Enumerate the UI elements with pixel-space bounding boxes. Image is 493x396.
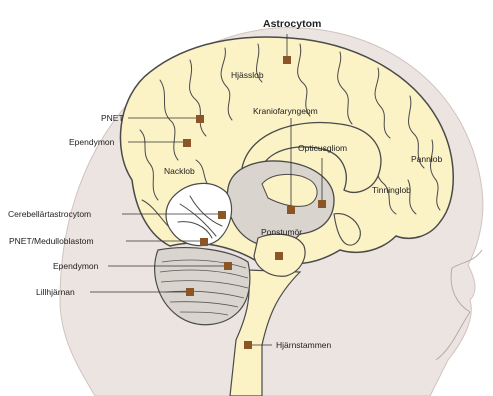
label-hjasslob: Hjässlob [231, 70, 264, 80]
label-nacklob: Nacklob [164, 166, 195, 176]
label-tinninglob: Tinninglob [372, 185, 411, 195]
label-astrocytom: Astrocytom [263, 18, 321, 30]
marker-lillhjarnan [186, 288, 194, 296]
label-pannlob: Pannlob [411, 154, 442, 164]
label-ependymon-top: Ependymon [69, 137, 115, 147]
label-opticusgliom: Opticusgliom [298, 143, 347, 153]
marker-kraniofaryngeom [287, 206, 295, 214]
marker-pnet [196, 115, 204, 123]
marker-cerebellarastrocytom [218, 211, 226, 219]
marker-astrocytom [283, 56, 291, 64]
label-kraniofaryngeom: Kraniofaryngeom [253, 106, 318, 116]
label-pnet-medulloblastom: PNET/Medulloblastom [9, 236, 94, 246]
marker-pnet-medulloblastom [200, 238, 208, 246]
marker-opticusgliom [318, 200, 326, 208]
label-ependymon-bottom: Ependymon [53, 261, 99, 271]
label-pnet: PNET [101, 113, 124, 123]
label-hjarnstammen: Hjärnstammen [276, 340, 332, 350]
label-lillhjarnan: Lillhjärnan [36, 287, 75, 297]
marker-ponstumor [275, 252, 283, 260]
marker-ependymon-top [183, 139, 191, 147]
marker-ependymon-bottom [224, 262, 232, 270]
label-cerebellarastrocytom: Cerebellärtastrocytom [8, 209, 91, 219]
label-ponstumor: Ponstumör [261, 227, 302, 237]
marker-hjarnstammen [244, 341, 252, 349]
